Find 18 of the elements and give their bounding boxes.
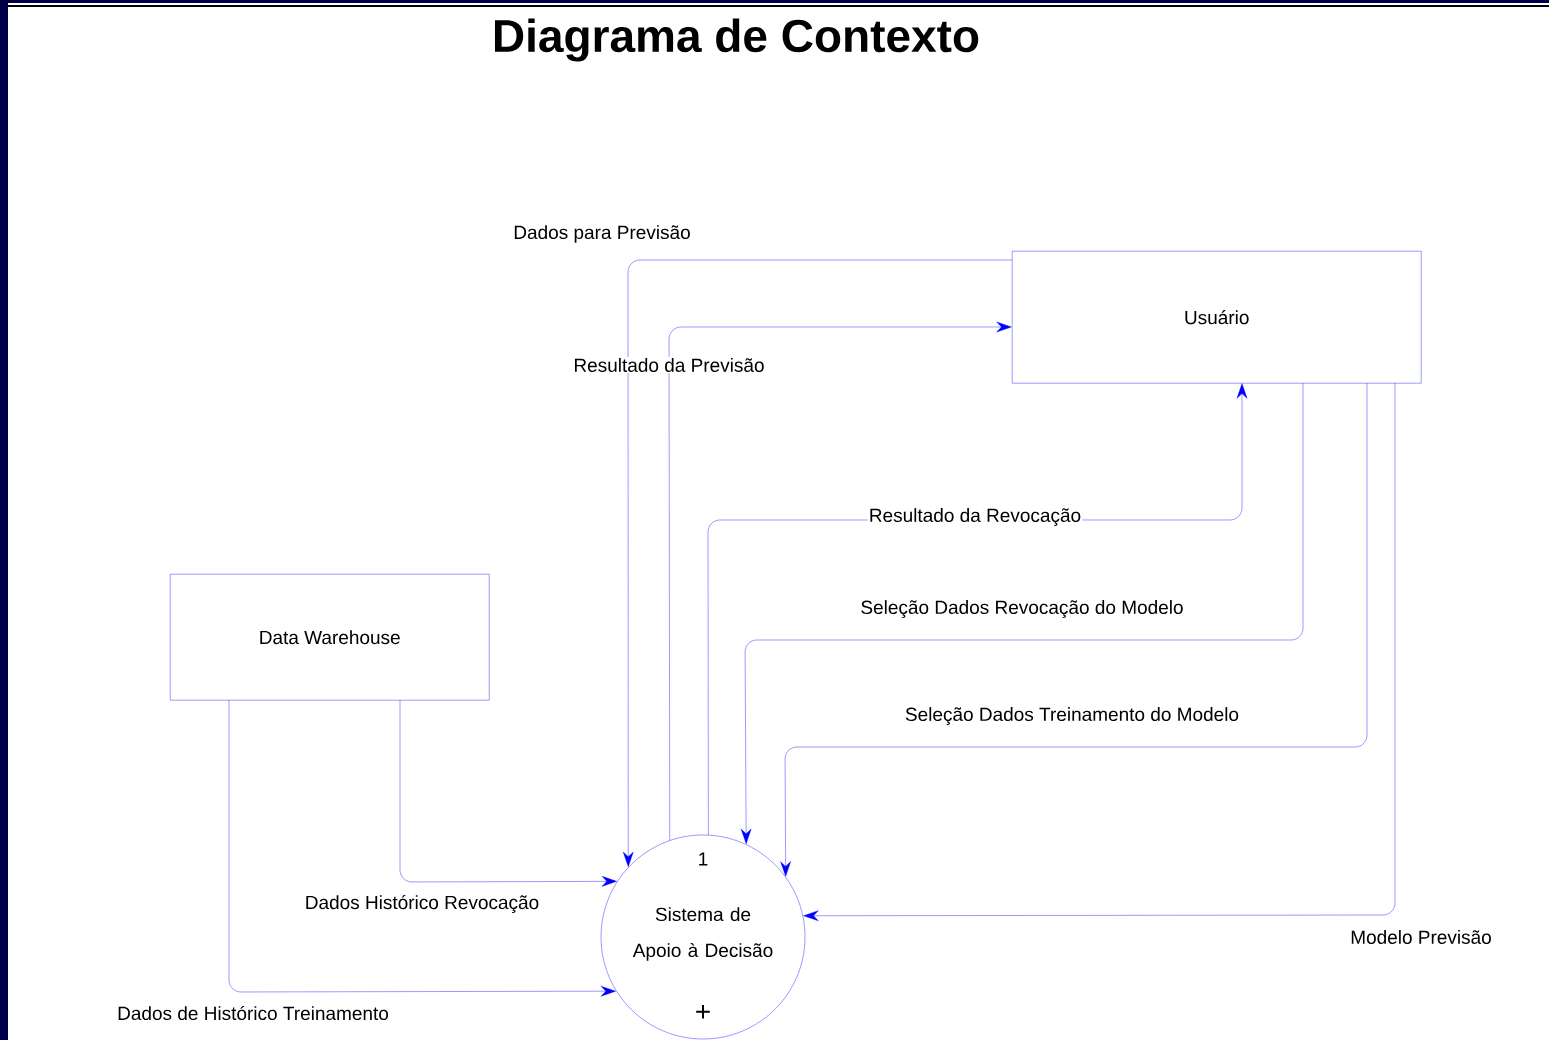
title: Diagrama de Contexto (495, 18, 979, 62)
arrow (228, 699, 616, 997)
edge-label: Resultado da Previsão (572, 357, 766, 373)
edge-label: Dados para Previsão (512, 224, 692, 244)
arrow (399, 699, 617, 887)
edge-label: Resultado da Revocação (867, 507, 1083, 527)
edge-label: Seleção Dados Treinamento do Modelo (903, 706, 1241, 726)
arrow (668, 321, 1012, 841)
arrow (740, 382, 1304, 844)
entity-box: Data Warehouse (170, 574, 490, 701)
edge-label: Seleção Dados Revocação do Modelo (859, 599, 1185, 619)
arrow (623, 259, 1013, 867)
edge-label: Dados de Histórico Treinamento (116, 1004, 390, 1022)
edge-label: Modelo Previsão (1349, 929, 1493, 945)
entity-box: Usuário (1012, 251, 1422, 384)
arrow (803, 382, 1396, 921)
edge-label: Dados Histórico Revocação (303, 894, 541, 914)
arrow (780, 382, 1368, 877)
